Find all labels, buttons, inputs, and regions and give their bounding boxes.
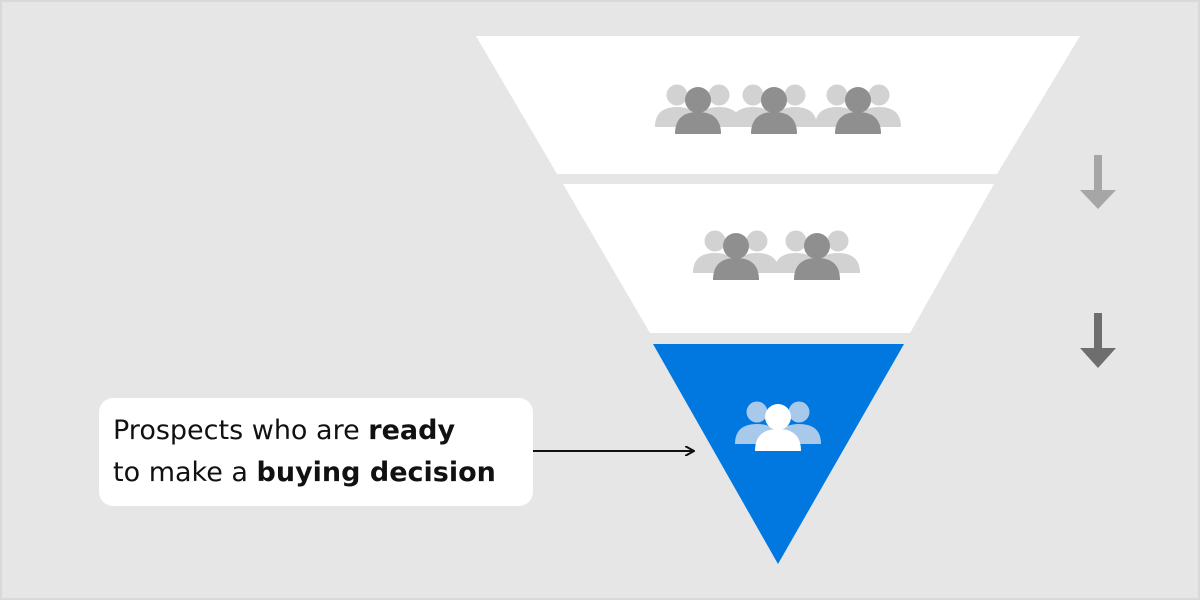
- funnel-stage-middle: [563, 184, 994, 333]
- people-group-icon: [774, 230, 860, 280]
- callout-line-1-bold: ready: [368, 415, 456, 446]
- down-arrow-icon: [1080, 313, 1116, 368]
- people-group-icon: [815, 84, 901, 134]
- people-group-icon: [655, 84, 741, 134]
- funnel-stage-bottom: [653, 344, 904, 564]
- people-group-icon: [693, 230, 779, 280]
- people-group-icon: [731, 84, 817, 134]
- callout-line-1-text: Prospects who are: [113, 415, 369, 446]
- down-arrow-icon: [1080, 155, 1116, 209]
- callout-line-2-bold: buying decision: [256, 457, 496, 488]
- callout-box: Prospects who are ready to make a buying…: [99, 398, 533, 506]
- callout-line-2-text: to make a: [113, 457, 257, 488]
- callout-line-2: to make a buying decision: [113, 452, 519, 494]
- callout-line-1: Prospects who are ready: [113, 410, 519, 452]
- people-group-icon: [735, 401, 821, 451]
